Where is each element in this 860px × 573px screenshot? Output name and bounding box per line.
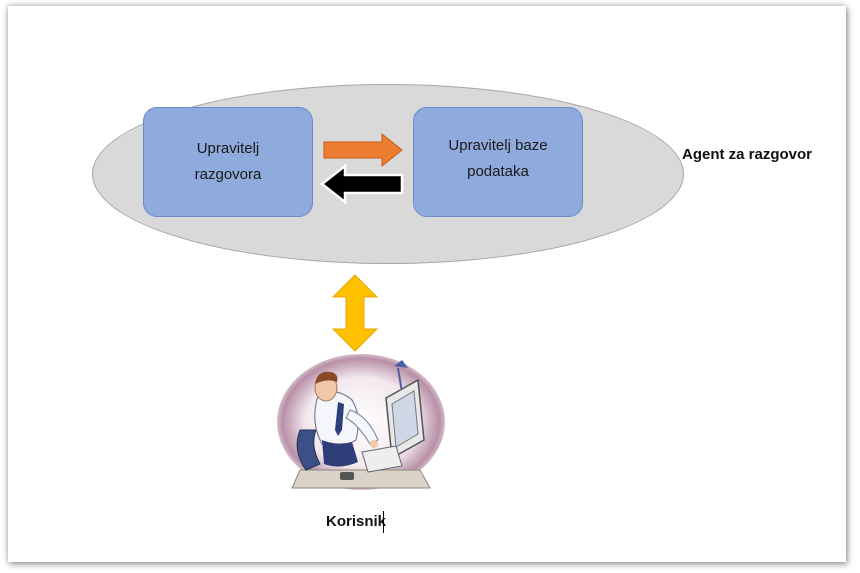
arrow-left-icon [319, 163, 404, 205]
person-at-computer-icon [277, 354, 445, 490]
dialog-manager-box: Upravitelj razgovora [143, 107, 313, 217]
dialog-manager-label: Upravitelj razgovora [194, 140, 262, 183]
text-cursor [383, 511, 384, 533]
arrow-up-down-icon [331, 274, 379, 352]
database-manager-label: Upravitelj baze podataka [448, 137, 548, 180]
database-manager-box: Upravitelj baze podataka [413, 107, 583, 217]
arrow-right-icon [323, 132, 403, 168]
user-label: Korisnik [326, 513, 387, 530]
agent-label: Agent za razgovor [682, 146, 813, 163]
